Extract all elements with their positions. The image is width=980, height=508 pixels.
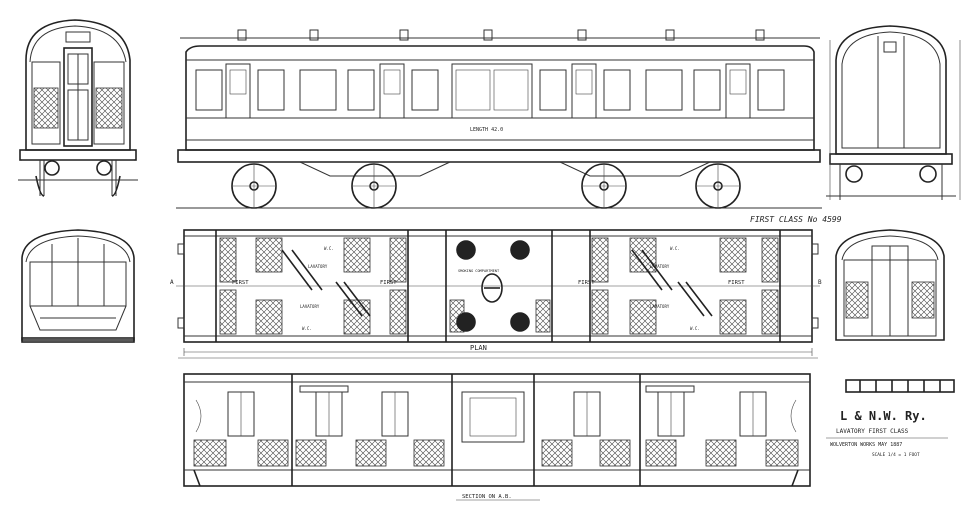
title-company: L & N.W. Ry.: [840, 409, 927, 423]
plan-lavatory-1: LAVATORY: [308, 264, 328, 269]
end-elevation-left-top: [18, 19, 138, 197]
plan-compartment-4: FIRST: [728, 280, 745, 286]
longitudinal-section: SECTION ON A.B.: [183, 373, 811, 501]
end-elevation-right-top: [826, 25, 961, 200]
plan-compartment-1: FIRST: [232, 280, 249, 286]
plan-smoking-label: SMOKING COMPARTMENT: [458, 269, 500, 273]
end-section-left: [21, 229, 135, 343]
plan-label-a: A: [170, 279, 174, 286]
plan-lavatory-4: LAVATORY: [650, 304, 670, 309]
title-works: WOLVERTON WORKS MAY 1887: [830, 442, 902, 448]
section-title: SECTION ON A.B.: [462, 494, 512, 500]
plan-wc-2: W.C.: [302, 326, 312, 331]
plan-view: FIRST FIRST FIRST FIRST LAVATORY LAVATOR…: [170, 229, 822, 359]
title-scale: SCALE 1/4 = 1 FOOT: [872, 452, 920, 458]
title-block: L & N.W. Ry. LAVATORY FIRST CLASS WOLVER…: [826, 379, 955, 458]
plan-compartment-2: FIRST: [380, 280, 397, 286]
plan-lavatory-3: LAVATORY: [650, 264, 670, 269]
plan-title: PLAN: [470, 344, 487, 352]
plan-wc-1: W.C.: [324, 246, 334, 251]
elevation-label: FIRST CLASS No 4599: [750, 215, 842, 224]
title-subtitle: LAVATORY FIRST CLASS: [836, 428, 909, 435]
plan-lavatory-2: LAVATORY: [300, 304, 320, 309]
plan-wc-3: W.C.: [670, 246, 680, 251]
end-section-right: [835, 229, 945, 341]
plan-wc-4: W.C.: [690, 326, 700, 331]
plan-compartment-3: FIRST: [578, 280, 595, 286]
side-elevation: LENGTH 42.0 FIRST CLASS No 4599: [176, 29, 842, 224]
plan-label-b: B: [818, 279, 822, 286]
side-panel-text: LENGTH 42.0: [470, 127, 503, 133]
